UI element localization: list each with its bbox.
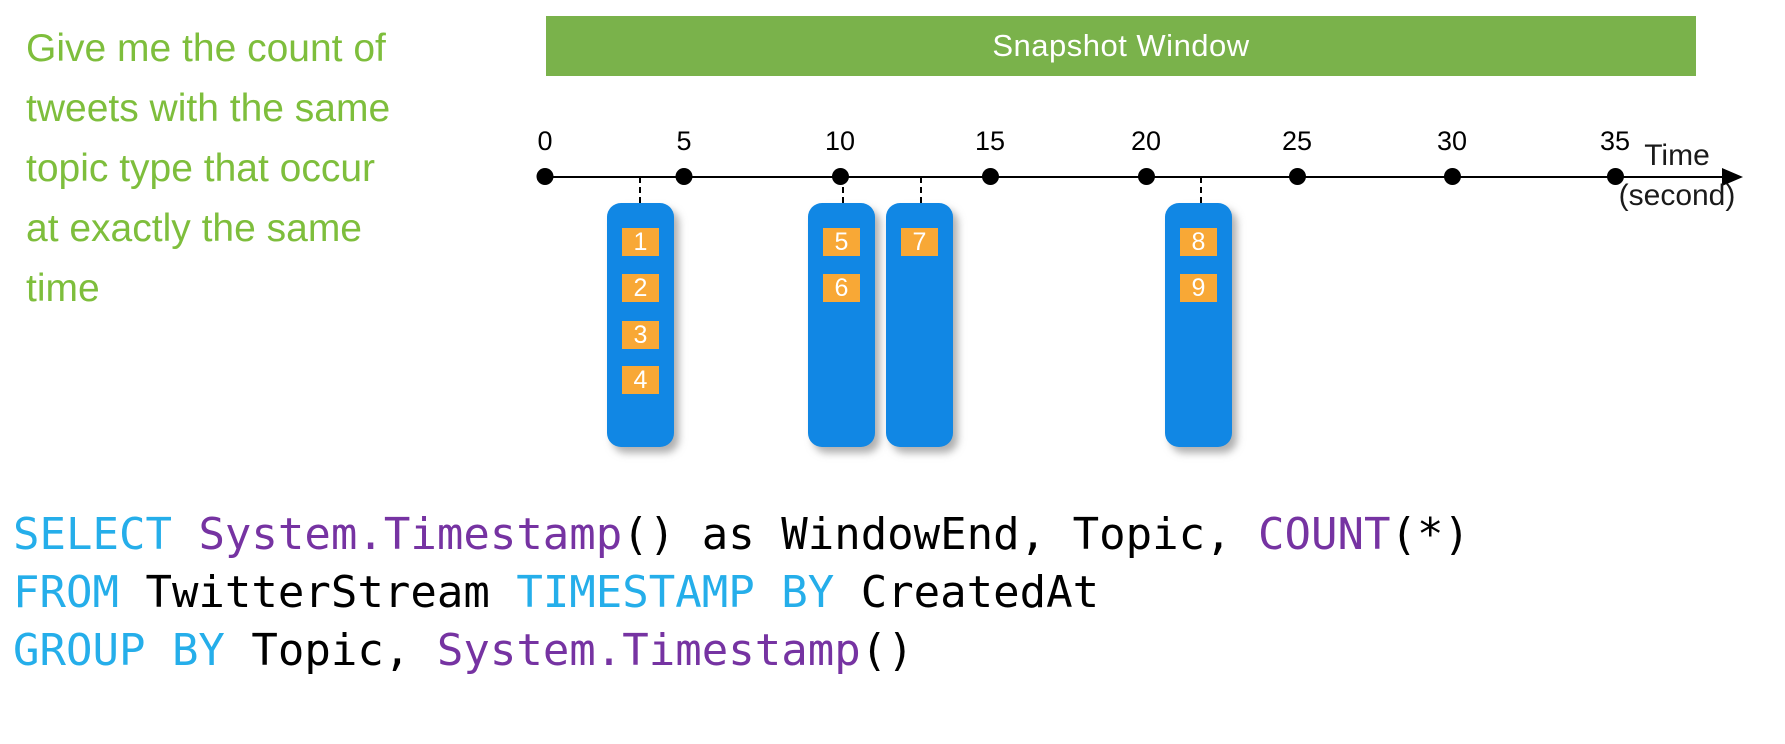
event-group-3: 7 xyxy=(886,203,953,447)
event-badge: 9 xyxy=(1180,274,1217,302)
event-badge: 6 xyxy=(823,274,860,302)
code-token: (*) xyxy=(1390,509,1470,560)
tick-label: 20 xyxy=(1130,126,1162,156)
tick-dot-icon xyxy=(1443,168,1461,185)
event-badge: 1 xyxy=(622,228,659,256)
code-token: TwitterStream xyxy=(145,567,517,618)
tick-label: 35 xyxy=(1599,126,1631,156)
code-token: System.Timestamp xyxy=(198,509,623,560)
banner-label: Snapshot Window xyxy=(992,28,1250,63)
tick-dot-icon xyxy=(1137,168,1155,185)
group-connector xyxy=(920,177,922,203)
code-token: FROM xyxy=(13,567,146,618)
code-token: Topic, xyxy=(251,625,437,676)
tick-label: 5 xyxy=(676,126,692,156)
question-line: topic type that occur xyxy=(26,147,376,190)
group-connector xyxy=(1200,177,1202,203)
timeline-tick-35: 35 xyxy=(1600,126,1630,185)
code-token: SELECT xyxy=(13,509,199,560)
code-token: COUNT xyxy=(1258,509,1391,560)
tick-dot-icon xyxy=(981,168,999,185)
tick-dot-icon xyxy=(1606,168,1624,185)
timeline-tick-5: 5 xyxy=(675,126,693,185)
tick-label: 15 xyxy=(974,126,1006,156)
question-text: Give me the count of tweets with the sam… xyxy=(26,19,496,319)
question-line: time xyxy=(26,267,100,310)
timeline-tick-15: 15 xyxy=(975,126,1005,185)
event-group-2: 5 6 xyxy=(808,203,875,447)
event-group-4: 8 9 xyxy=(1165,203,1232,447)
sql-line-1: SELECT System.Timestamp() as WindowEnd, … xyxy=(13,506,1470,564)
event-badge: 2 xyxy=(622,274,659,302)
timeline-tick-30: 30 xyxy=(1437,126,1467,185)
event-badge: 4 xyxy=(622,366,659,394)
sql-line-2: FROM TwitterStream TIMESTAMP BY CreatedA… xyxy=(13,564,1470,622)
timeline-axis xyxy=(537,176,1727,178)
tick-label: 25 xyxy=(1281,126,1313,156)
sql-line-3: GROUP BY Topic, System.Timestamp() xyxy=(13,622,1470,680)
question-line: tweets with the same xyxy=(26,87,391,130)
time-axis-caption-line: Time xyxy=(1644,139,1710,172)
event-badge: 8 xyxy=(1180,228,1217,256)
code-token: () as WindowEnd, Topic, xyxy=(622,509,1259,560)
timeline-tick-0: 0 xyxy=(536,126,554,185)
code-token: () xyxy=(860,625,914,676)
timeline-tick-25: 25 xyxy=(1282,126,1312,185)
timeline-tick-20: 20 xyxy=(1131,126,1161,185)
event-badge: 3 xyxy=(622,321,659,349)
timeline-arrowhead-icon xyxy=(1722,168,1743,186)
tick-label: 30 xyxy=(1436,126,1468,156)
group-connector xyxy=(639,177,641,203)
event-group-1: 1 2 3 4 xyxy=(607,203,674,447)
code-token: CreatedAt xyxy=(860,567,1100,618)
question-line: at exactly the same xyxy=(26,207,362,250)
tick-label: 10 xyxy=(824,126,856,156)
tick-dot-icon xyxy=(675,168,693,185)
question-line: Give me the count of xyxy=(26,27,386,70)
tick-dot-icon xyxy=(1288,168,1306,185)
code-token: TIMESTAMP BY xyxy=(516,567,861,618)
code-token: GROUP BY xyxy=(13,625,252,676)
timeline-tick-10: 10 xyxy=(825,126,855,185)
tick-label: 0 xyxy=(537,126,553,156)
snapshot-window-banner: Snapshot Window xyxy=(546,16,1696,76)
event-badge: 5 xyxy=(823,228,860,256)
tick-dot-icon xyxy=(831,168,849,185)
time-axis-caption: Time (second) xyxy=(1612,136,1742,216)
tick-dot-icon xyxy=(536,168,554,185)
sql-query: SELECT System.Timestamp() as WindowEnd, … xyxy=(13,506,1470,680)
time-axis-caption-line: (second) xyxy=(1618,179,1736,212)
event-badge: 7 xyxy=(901,228,938,256)
code-token: System.Timestamp xyxy=(436,625,861,676)
group-connector xyxy=(842,177,844,203)
